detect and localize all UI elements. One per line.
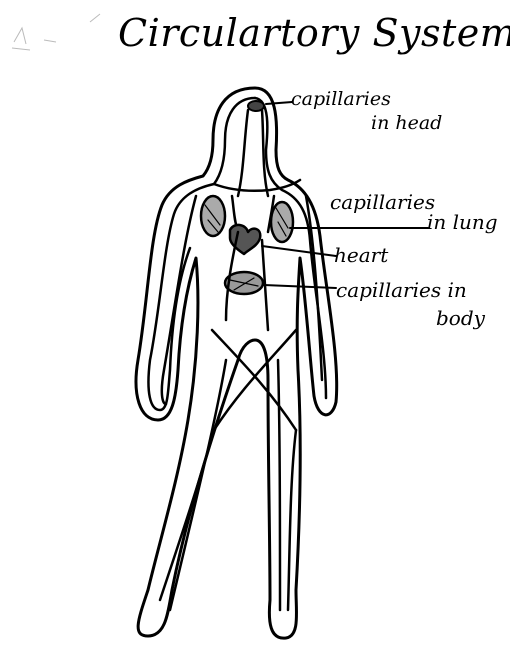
right-leg-vessel xyxy=(278,360,296,610)
label-lung-capillaries-line2: in lung xyxy=(427,212,498,232)
right-lung-capillaries xyxy=(271,202,293,242)
shoulder-vessels xyxy=(214,180,300,191)
label-lung-capillaries-line1: capillaries xyxy=(330,192,435,212)
head-capillaries xyxy=(248,101,264,111)
page-title: Circulartory System xyxy=(118,14,510,52)
label-body-capillaries-line1: capillaries in xyxy=(336,280,467,300)
left-leg-vessel xyxy=(160,360,226,610)
label-head-capillaries-line2: in head xyxy=(371,114,442,133)
label-heart: heart xyxy=(334,245,388,265)
label-head-capillaries-line1: capillaries xyxy=(291,90,391,109)
head-vessel-loop xyxy=(238,110,268,196)
label-body-capillaries-line2: body xyxy=(436,308,485,328)
pointer-head xyxy=(266,102,292,104)
pointer-heart xyxy=(262,246,336,256)
faint-scribble xyxy=(12,14,100,50)
